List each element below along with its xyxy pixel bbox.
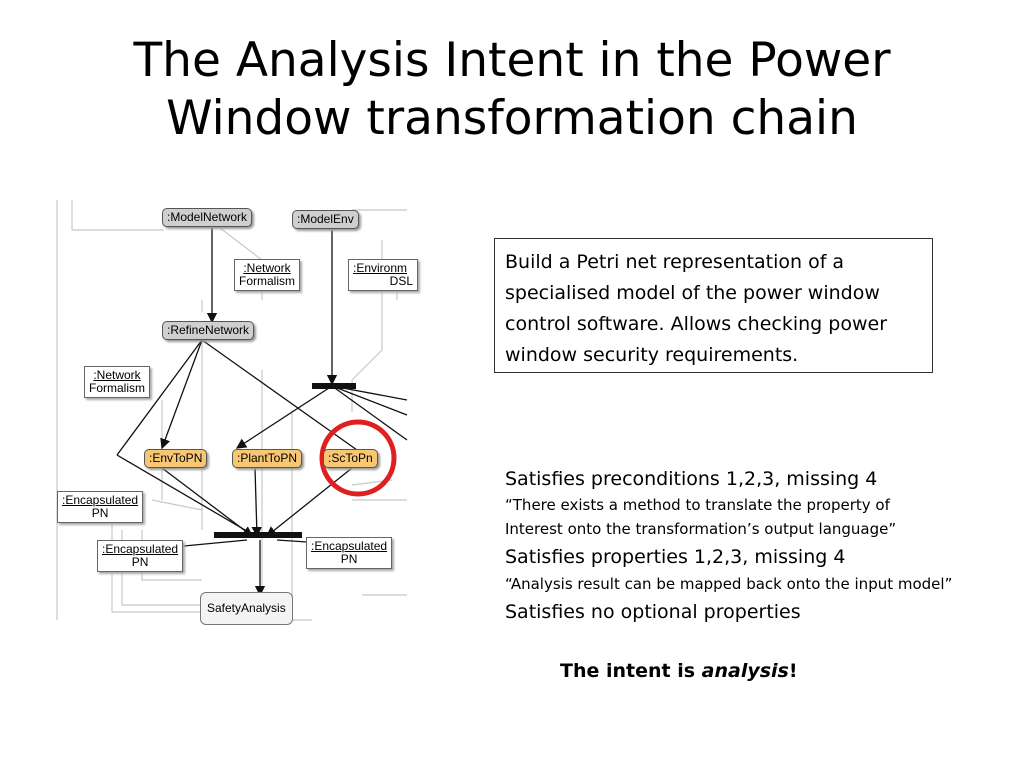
slide-title: The Analysis Intent in the Power Window … [60,32,964,148]
node-safety-analysis: SafetyAnalysis [200,592,293,625]
precondition-quote-line-1: “There exists a method to translate the … [505,496,890,514]
node-encapsulated-pn-right: :Encapsulated PN [306,537,393,569]
title-line-1: The Analysis Intent in the Power [133,33,891,88]
conclusion-suffix: ! [788,660,798,682]
node-model-network: :ModelNetwork [162,208,253,227]
join-bar-top [312,383,356,389]
node-sc-to-pn: :ScToPn [323,449,378,468]
property-quote: “Analysis result can be mapped back onto… [505,575,953,593]
join-bar-bottom [214,532,302,538]
conclusion: The intent is analysis! [560,660,820,682]
satisfies-properties: Satisfies properties 1,2,3, missing 4 [505,546,846,568]
node-network-formalism-top: :Network Formalism [234,259,300,291]
satisfies-preconditions: Satisfies preconditions 1,2,3, missing 4 [505,468,878,490]
title-line-2: Window transformation chain [166,91,858,146]
node-environment-dsl: :Environm DSL [348,259,418,291]
description-box: Build a Petri net representation of a sp… [494,238,933,373]
node-refine-network: :RefineNetwork [162,321,255,340]
node-plant-to-pn: :PlantToPN [232,449,303,468]
transformation-chain-diagram: :ModelNetwork :ModelEnv :Network Formali… [52,200,418,640]
satisfies-optional: Satisfies no optional properties [505,601,801,623]
conclusion-emphasis: analysis [701,660,789,682]
node-model-env: :ModelEnv [292,210,359,229]
node-encapsulated-pn-left: :Encapsulated PN [57,491,144,523]
node-network-formalism-left: :Network Formalism [84,366,150,398]
description-text: Build a Petri net representation of a sp… [505,251,888,366]
precondition-quote-line-2: Interest onto the transformation’s outpu… [505,520,897,538]
node-encapsulated-pn-middle: :Encapsulated PN [97,540,184,572]
conclusion-prefix: The intent is [560,660,702,682]
highlight-circle [319,419,397,497]
node-env-to-pn: :EnvToPN [144,449,208,468]
